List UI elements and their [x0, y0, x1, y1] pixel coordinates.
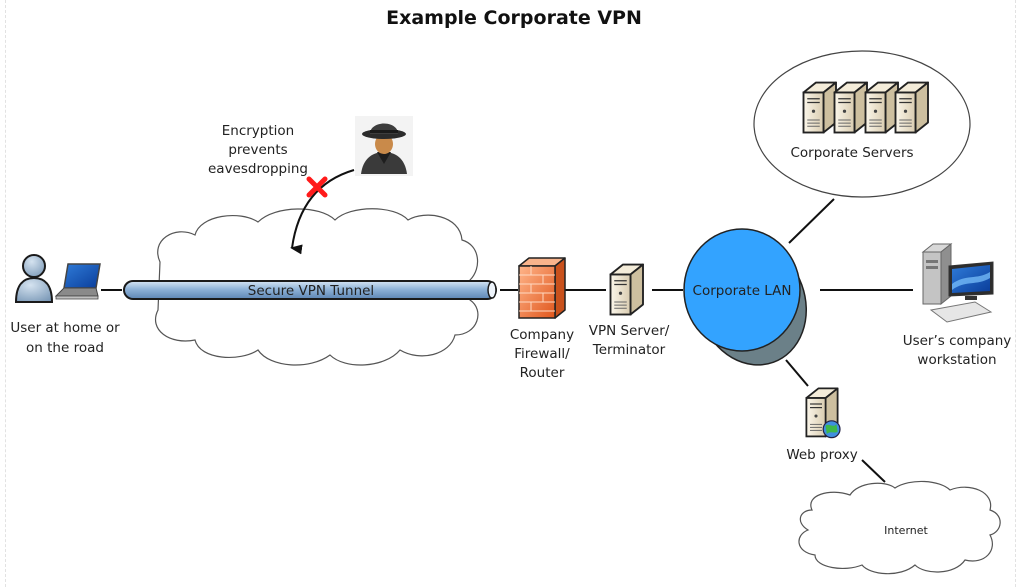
vpn-server-label-line2: Terminator: [592, 342, 666, 358]
server-rack-icon: [802, 81, 929, 134]
link-lan-servers: [788, 198, 835, 244]
diagram-frame: [5, 0, 1016, 587]
red-x-icon: [306, 176, 328, 198]
web-server-icon: [805, 387, 841, 439]
firewall-label-line2: Firewall/: [514, 346, 570, 362]
internet-cloud: [798, 480, 1001, 575]
workstation-label-line2: workstation: [917, 352, 996, 368]
tunnel-label: Secure VPN Tunnel: [248, 283, 374, 299]
remote-user-label-line2: on the road: [26, 340, 104, 356]
internet-label: Internet: [884, 524, 928, 537]
servers-label: Corporate Servers: [790, 145, 913, 161]
vpn-server-icon: [609, 263, 644, 316]
remote-user-label-line1: User at home or: [10, 320, 120, 336]
desktop-computer-icon: [921, 242, 994, 323]
web-proxy-label: Web proxy: [786, 447, 857, 463]
corporate-lan: Corporate LAN: [683, 228, 808, 366]
eavesdrop-note-line3: eavesdropping: [208, 161, 308, 177]
link-lan-webproxy: [785, 359, 809, 387]
lan-label: Corporate LAN: [693, 283, 792, 299]
link-webproxy-internet: [861, 459, 886, 483]
user-with-laptop-icon: [14, 254, 101, 303]
vpn-tunnel: Secure VPN Tunnel: [123, 280, 497, 300]
firewall-icon: [518, 257, 566, 319]
lan-circle: [683, 228, 801, 352]
eavesdrop-arrow: [290, 169, 355, 255]
workstation-label-line1: User’s company: [903, 333, 1012, 349]
eavesdrop-note-line2: prevents: [228, 142, 287, 158]
spy-icon: [355, 116, 413, 176]
firewall-label-line1: Company: [510, 327, 574, 343]
eavesdrop-note-line1: Encryption: [222, 123, 294, 139]
vpn-server-label-line1: VPN Server/: [589, 323, 670, 339]
diagram-title: Example Corporate VPN: [386, 7, 642, 29]
firewall-label-line3: Router: [520, 365, 565, 381]
